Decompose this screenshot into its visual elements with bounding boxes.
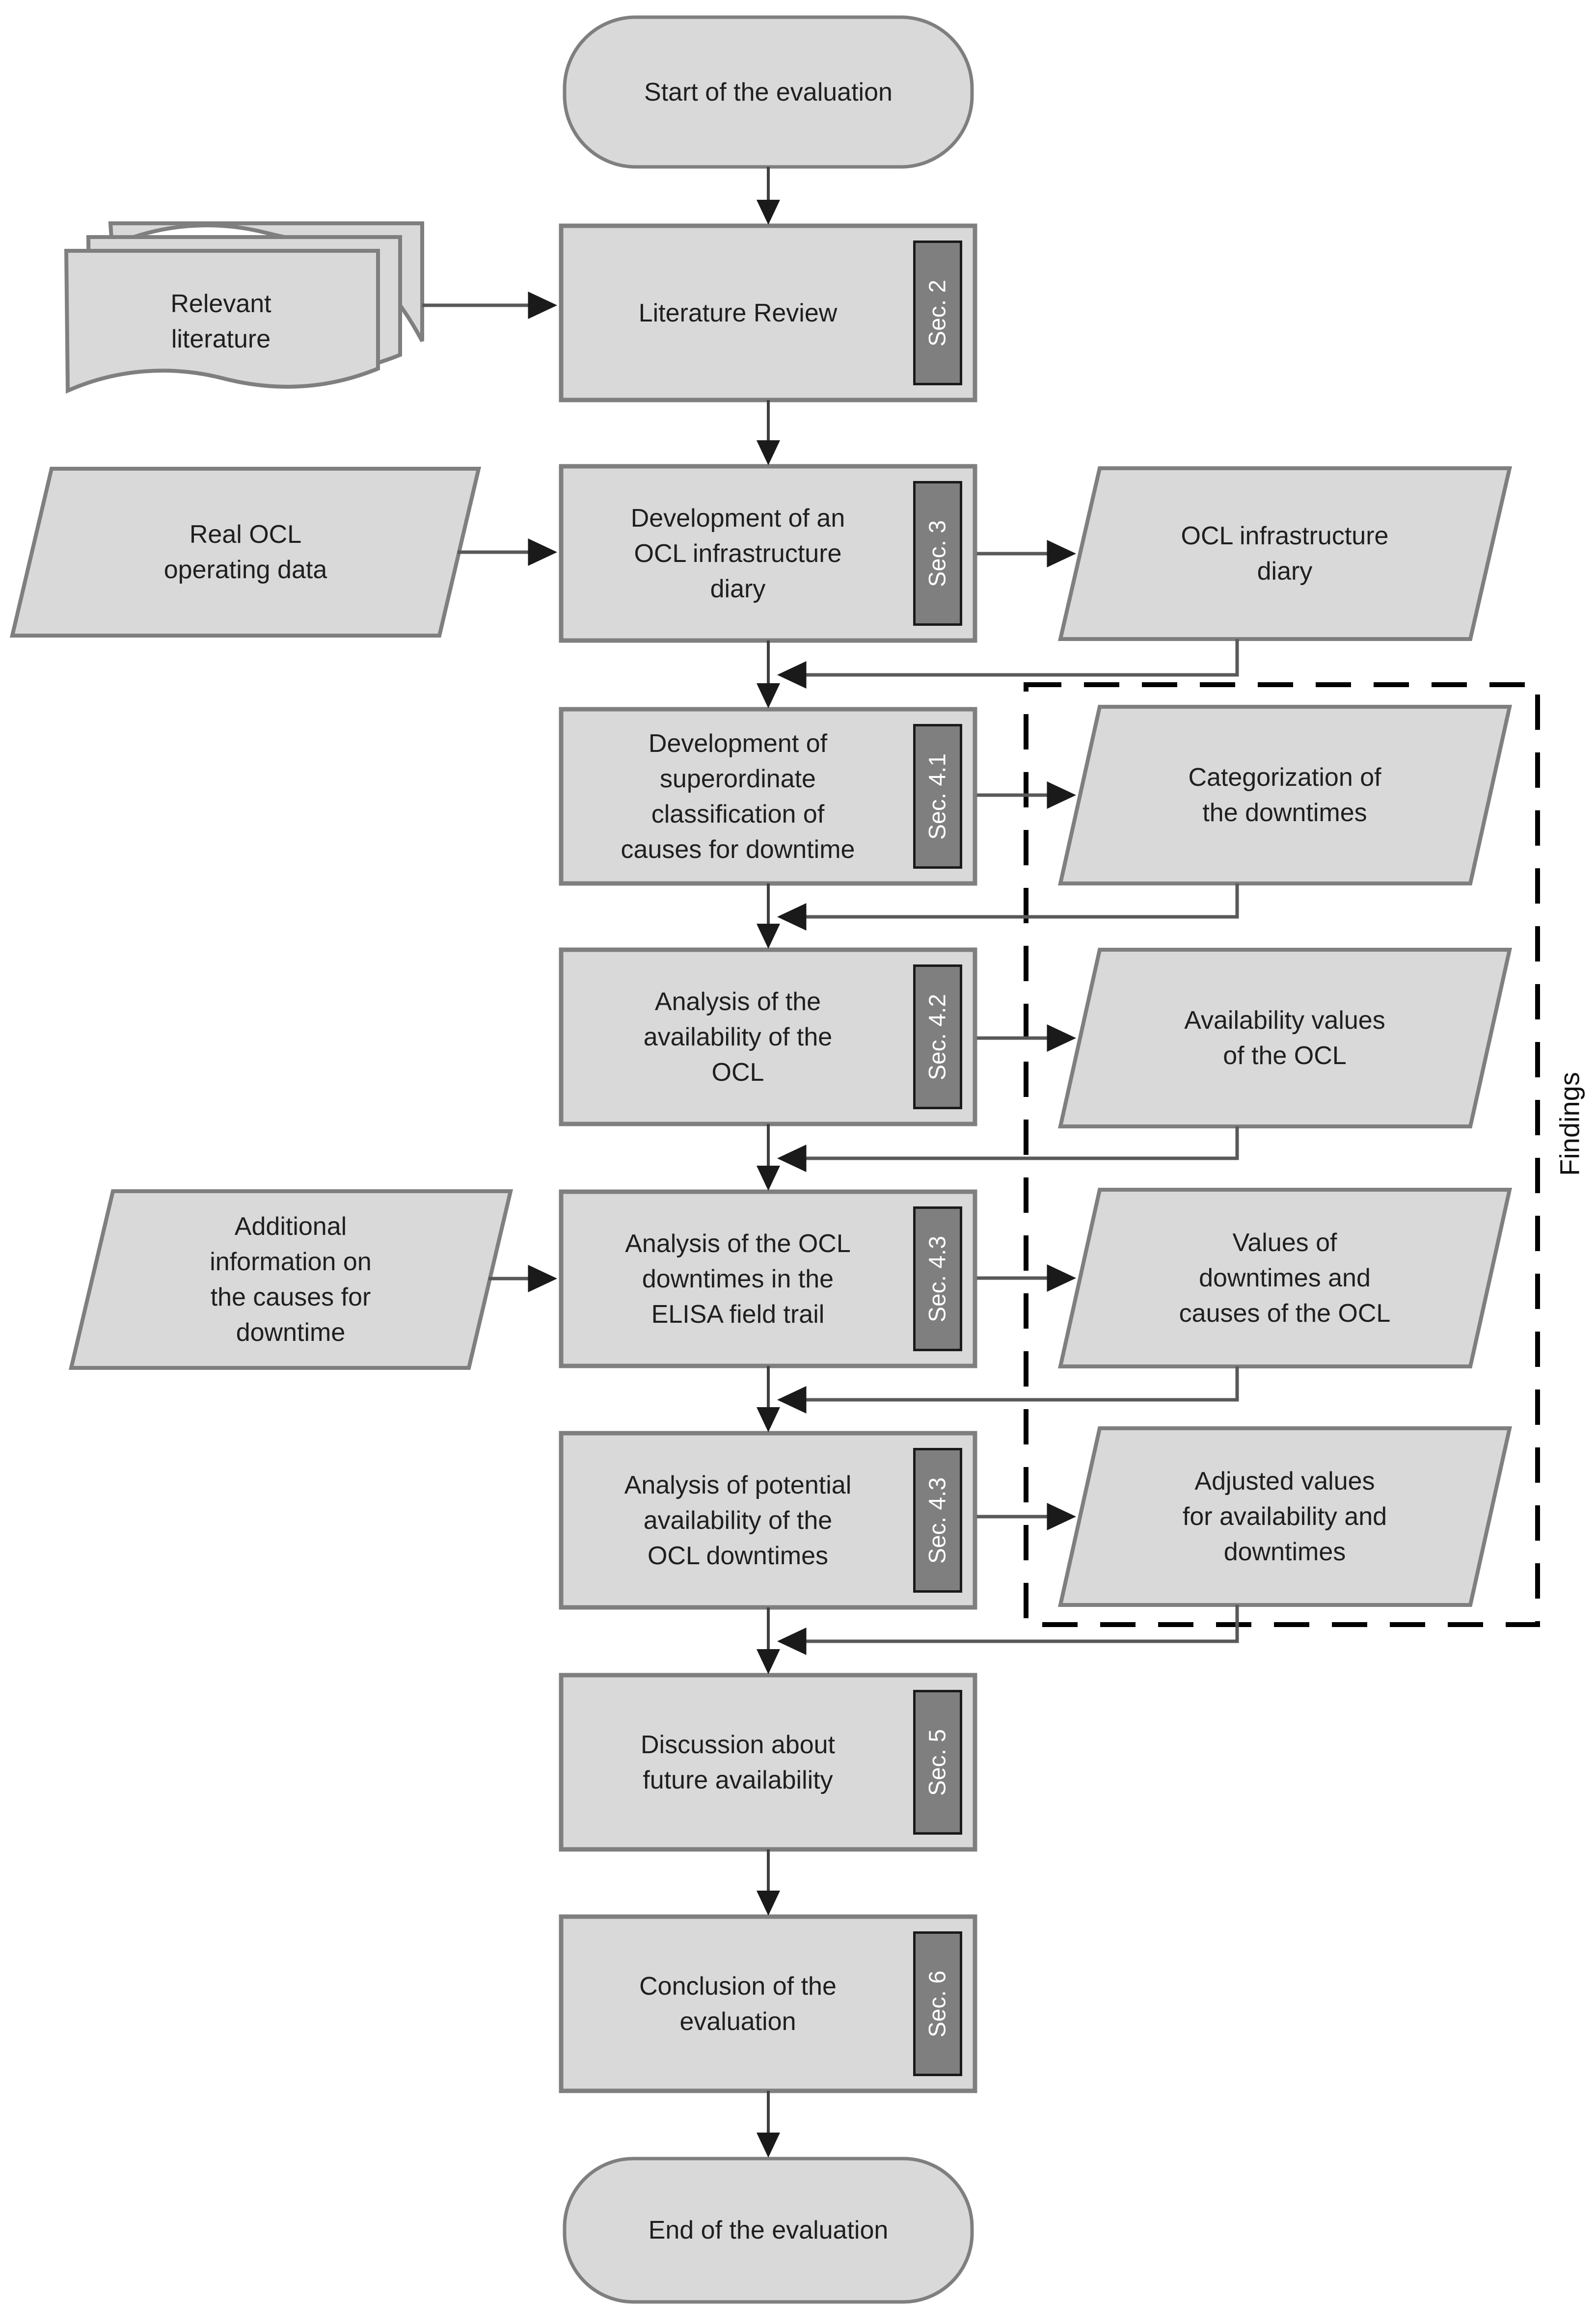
feedback-arrows xyxy=(777,639,1239,1655)
section-badge-label: Sec. 4.1 xyxy=(924,753,951,840)
section-badge-label: Sec. 2 xyxy=(924,279,951,347)
findings-group-border xyxy=(1024,682,1540,1627)
output-label-availability: Availability values of the OCL xyxy=(1184,1006,1385,1070)
input-label-additional-info: Additional information on the causes for… xyxy=(210,1212,372,1347)
output-parallelogram-adjusted xyxy=(1058,1426,1512,1607)
process-box-downtimes-elisa xyxy=(559,1189,977,1368)
document-stack-icon xyxy=(64,221,424,394)
input-arrows xyxy=(422,292,557,1292)
section-badge-sec6: Sec. 6 xyxy=(913,1931,962,2076)
section-badge-sec4-3a: Sec. 4.3 xyxy=(913,1206,962,1351)
input-parallelogram-real-ocl xyxy=(9,467,482,638)
section-badge-label: Sec. 4.3 xyxy=(924,1235,951,1322)
section-badge-label: Sec. 6 xyxy=(924,1970,951,2037)
output-parallelogram-values xyxy=(1058,1188,1512,1368)
output-parallelogram-categorization xyxy=(1058,705,1512,885)
step-label-diary-development: Development of an OCL infrastructure dia… xyxy=(630,504,845,603)
output-arrows xyxy=(977,540,1076,1530)
process-box-availability xyxy=(559,947,977,1126)
output-label-values: Values of downtimes and causes of the OC… xyxy=(1179,1229,1391,1328)
input-label-relevant-literature: Relevant literature xyxy=(170,290,271,353)
process-box-discussion xyxy=(559,1673,977,1852)
section-badge-label: Sec. 5 xyxy=(924,1729,951,1796)
end-node-shape xyxy=(563,2157,974,2304)
section-badge-sec2: Sec. 2 xyxy=(913,240,962,385)
output-label-diary: OCL infrastructure diary xyxy=(1181,522,1389,586)
findings-caption: Findings xyxy=(1554,1072,1585,1176)
start-node-label: Start of the evaluation xyxy=(644,78,893,107)
step-label-classification: Development of superordinate classificat… xyxy=(621,729,855,864)
section-badge-sec4-1: Sec. 4.1 xyxy=(913,724,962,869)
output-label-adjusted: Adjusted values for availability and dow… xyxy=(1182,1467,1387,1566)
section-badge-sec3: Sec. 3 xyxy=(913,481,962,626)
process-box-potential xyxy=(559,1431,977,1610)
step-label-conclusion: Conclusion of the evaluation xyxy=(639,1972,837,2036)
step-label-potential: Analysis of potential availability of th… xyxy=(624,1470,852,1570)
end-node-label: End of the evaluation xyxy=(648,2216,889,2244)
section-badge-label: Sec. 4.2 xyxy=(924,993,951,1080)
output-parallelogram-diary xyxy=(1057,466,1513,641)
section-badge-label: Sec. 4.3 xyxy=(924,1477,951,1564)
section-badge-sec4-3b: Sec. 4.3 xyxy=(913,1448,962,1593)
section-badge-sec5: Sec. 5 xyxy=(913,1690,962,1835)
output-label-categorization: Categorization of the downtimes xyxy=(1188,763,1381,827)
step-label-literature-review: Literature Review xyxy=(638,298,838,327)
step-label-discussion: Discussion about future availability xyxy=(641,1730,835,1794)
step-label-availability: Analysis of the availability of the OCL xyxy=(643,987,833,1087)
section-badge-sec4-2: Sec. 4.2 xyxy=(913,964,962,1109)
input-label-real-ocl: Real OCL operating data xyxy=(163,520,327,584)
input-parallelogram-additional-info xyxy=(68,1189,514,1370)
output-parallelogram-availability xyxy=(1058,948,1512,1128)
step-label-downtimes-elisa: Analysis of the OCL downtimes in the ELI… xyxy=(625,1229,851,1329)
section-badge-label: Sec. 3 xyxy=(924,520,951,587)
